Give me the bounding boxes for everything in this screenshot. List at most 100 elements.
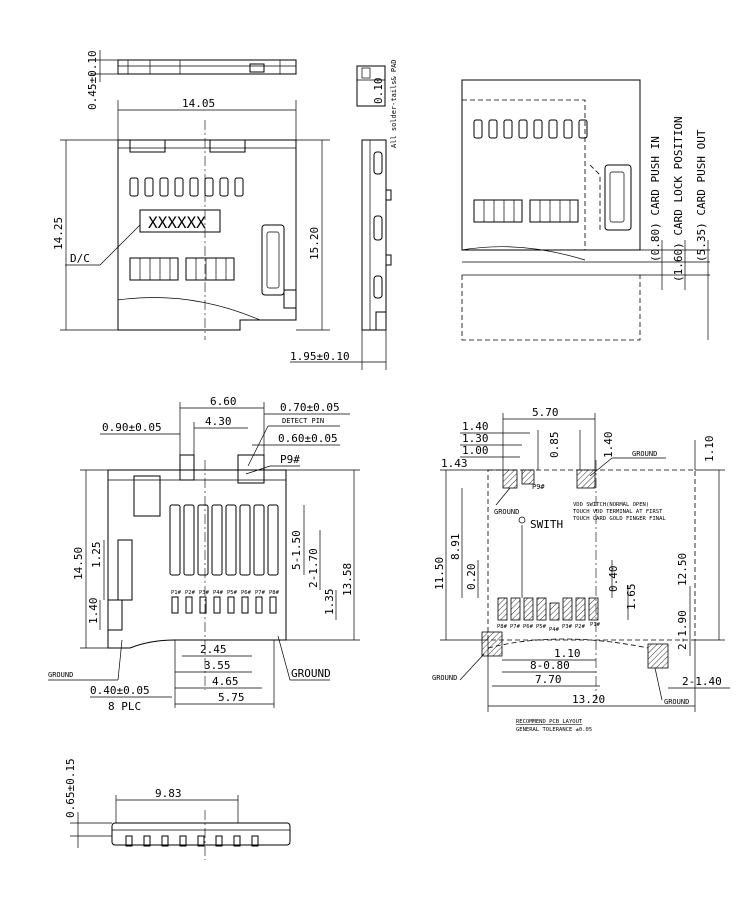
dim-8-0-80: 8-0.80 — [530, 659, 570, 672]
dim-depth: 1.95±0.10 — [290, 350, 350, 363]
dim-12-50: 12.50 — [676, 553, 689, 586]
dim-9-83: 9.83 — [155, 787, 182, 800]
ground-tl-label: GROUND — [494, 508, 519, 516]
ground-tr-label: GROUND — [632, 450, 657, 458]
dim-1-43: 1.43 — [441, 457, 468, 470]
dim-0-60: 0.60±0.05 — [278, 432, 338, 445]
dim-13-20: 13.20 — [572, 693, 605, 706]
pin-labels: P1# P2# P3# P4# P5# P6# P7# P8# — [171, 590, 280, 596]
ground-br-label: GROUND — [664, 698, 689, 706]
date-code-marking: XXXXXX — [148, 213, 206, 232]
dim-1-35: 1.35 — [323, 589, 336, 616]
top-body: XXXXXX — [117, 120, 297, 340]
svg-text:P1#: P1# — [171, 590, 182, 596]
card-contacts — [473, 119, 588, 139]
svg-text:P4#: P4# — [213, 590, 224, 596]
dim-2-1-90: 2-1.90 — [676, 610, 689, 650]
dim-thickness: 0.45±0.10 — [86, 50, 99, 110]
side-view: 1.95±0.10 0.10 All solder-tails& PAD — [290, 59, 398, 370]
dim-8-91: 8.91 — [449, 534, 462, 561]
dim-1-00: 1.00 — [462, 444, 489, 457]
front-pins — [125, 835, 259, 847]
svg-text:P2#: P2# — [185, 590, 196, 596]
svg-text:P3#: P3# — [199, 590, 210, 596]
card-push-out: (5.35) CARD PUSH OUT — [695, 129, 708, 262]
bottom-pins — [169, 504, 279, 576]
pcb-layout: P8# P7# P6# P5# P4# P3# P2# P1# SWITH 5.… — [432, 406, 730, 733]
dim-11-50: 11.50 — [433, 557, 446, 590]
dim-1-65: 1.65 — [625, 584, 638, 611]
svg-text:P6#: P6# — [523, 624, 534, 630]
bottom-view: P1# P2# P3# P4# P5# P6# P7# P8# 6.60 4.3… — [48, 395, 360, 713]
plc-label: 8 PLC — [108, 700, 141, 713]
dim-2-1-70: 2-1.70 — [307, 548, 320, 588]
dim-1-40-right: 1.40 — [602, 432, 615, 459]
dim-height-right: 15.20 — [308, 227, 321, 260]
bottom-pads — [171, 596, 277, 614]
dim-height-left: 14.25 — [52, 217, 65, 250]
dim-2-45: 2.45 — [200, 643, 227, 656]
svg-text:P5#: P5# — [536, 624, 547, 630]
detect-pin-label: DETECT PIN — [282, 417, 324, 425]
pcb-pads — [497, 597, 599, 621]
dim-0-65: 0.65±0.15 — [64, 758, 77, 818]
solder-note: All solder-tails& PAD — [390, 59, 398, 148]
ground-left-label: GROUND — [48, 671, 73, 679]
front-view: 9.83 0.65±0.15 — [64, 758, 291, 860]
dim-5-75: 5.75 — [218, 691, 245, 704]
dim-0-90: 0.90±0.05 — [102, 421, 162, 434]
svg-text:P1#: P1# — [590, 622, 601, 628]
top-profile: 0.45±0.10 — [86, 50, 297, 110]
dim-0-40: 0.40±0.05 — [90, 684, 150, 697]
pcb-note-tolerance: GENERAL TOLERANCE ±0.05 — [516, 727, 592, 733]
dim-6-60: 6.60 — [210, 395, 237, 408]
svg-text:P7#: P7# — [255, 590, 266, 596]
svg-text:P6#: P6# — [241, 590, 252, 596]
svg-text:P8#: P8# — [497, 624, 508, 630]
p9-label: P9# — [280, 453, 300, 466]
dim-1-10: 1.10 — [554, 647, 581, 660]
pcb-note-title: RECOMMEND PCB LAYOUT — [516, 719, 583, 725]
card-lock-position: (1.60) CARD LOCK POSITION — [672, 116, 685, 282]
svg-text:P3#: P3# — [562, 624, 573, 630]
vdd-note-1: VDD SWITCH(NORMAL OPEN) — [573, 502, 649, 508]
dim-2-1-40: 2-1.40 — [682, 675, 722, 688]
dim-0-40-right: 0.40 — [607, 566, 620, 593]
card-position-view: (0.80) CARD PUSH IN (1.60) CARD LOCK POS… — [461, 79, 710, 341]
dim-5-70: 5.70 — [532, 406, 559, 419]
dim-7-70: 7.70 — [535, 673, 562, 686]
svg-text:P2#: P2# — [575, 624, 586, 630]
pcb-pin-labels: P8# P7# P6# P5# P4# P3# P2# P1# — [497, 622, 601, 633]
dc-label: D/C — [70, 252, 90, 265]
dim-0-70: 0.70±0.05 — [280, 401, 340, 414]
svg-text:P8#: P8# — [269, 590, 280, 596]
dim-3-55: 3.55 — [204, 659, 231, 672]
coplanarity-value: 0.10 — [372, 78, 385, 105]
svg-text:P4#: P4# — [549, 627, 560, 633]
dim-0-20: 0.20 — [465, 564, 478, 591]
vdd-note-2: TOUCH VDD TERMINAL AT FIRST — [573, 509, 663, 515]
dim-4-65: 4.65 — [212, 675, 239, 688]
top-contacts — [129, 177, 244, 197]
dim-1-40: 1.40 — [87, 598, 100, 625]
ground-right-label: GROUND — [291, 667, 331, 680]
dim-4-30: 4.30 — [205, 415, 232, 428]
top-view: 0.45±0.10 14.05 — [52, 50, 330, 340]
svg-text:P7#: P7# — [510, 624, 521, 630]
dim-5-1-50: 5-1.50 — [290, 530, 303, 570]
dim-13-58: 13.58 — [341, 563, 354, 596]
dim-width: 14.05 — [182, 97, 215, 110]
dim-0-85: 0.85 — [548, 432, 561, 459]
svg-text:P5#: P5# — [227, 590, 238, 596]
dim-1-40-top: 1.40 — [462, 420, 489, 433]
switch-label: SWITH — [530, 518, 563, 531]
dim-14-50: 14.50 — [72, 547, 85, 580]
ground-bl-label: GROUND — [432, 674, 457, 682]
pcb-p9-label: P9# — [532, 483, 545, 491]
dim-1-25: 1.25 — [90, 542, 103, 569]
card-push-in: (0.80) CARD PUSH IN — [649, 136, 662, 262]
dim-1-10-right: 1.10 — [703, 436, 716, 463]
dim-1-30: 1.30 — [462, 432, 489, 445]
vdd-note-3: TOUCH CARD GOLD FINGER FINAL — [573, 516, 666, 522]
